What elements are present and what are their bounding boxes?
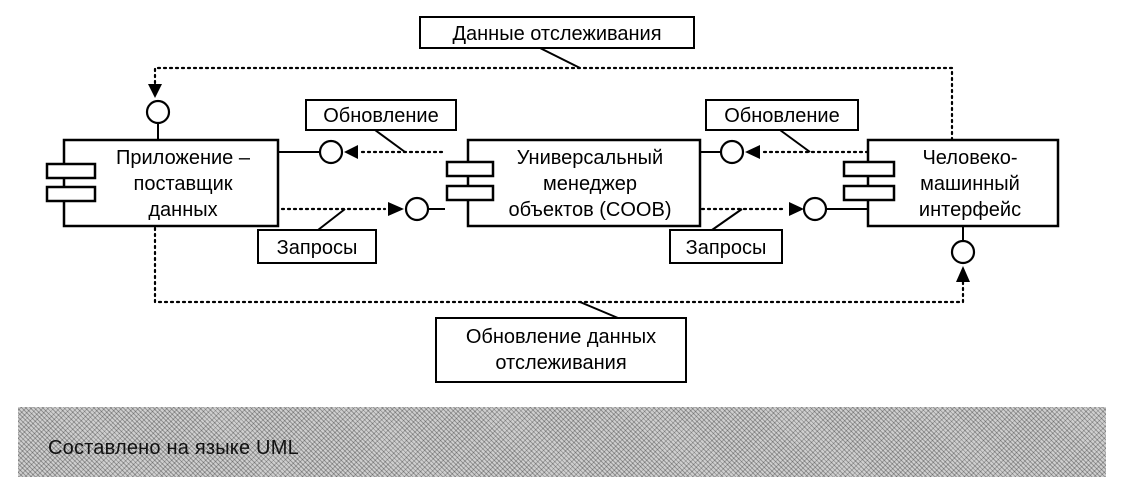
tracking-data-connector (148, 47, 954, 142)
note-update-right-text: Обновление (724, 105, 839, 127)
requests-right-connector (700, 196, 868, 231)
note-tracking-update-line2: отслеживания (495, 352, 626, 374)
supplier-label-line3: данных (148, 199, 217, 221)
note-tracking-update-line1: Обновление данных (466, 326, 656, 348)
component-tab (45, 162, 97, 180)
note-tracking-update: Обновление данных отслеживания (435, 317, 687, 383)
component-tab (842, 184, 896, 202)
footer-caption: Составлено на языке UML (48, 437, 299, 459)
hmi-label-line2: машинный (920, 173, 1020, 195)
component-supplier-application: Приложение – поставщик данных (45, 138, 280, 228)
component-tab (842, 160, 896, 178)
note-requests-right: Запросы (669, 229, 783, 264)
note-update-right: Обновление (705, 99, 859, 131)
update-left-connector (278, 129, 447, 165)
hmi-label-line1: Человеко- (922, 147, 1017, 169)
supplier-label-line1: Приложение – (116, 147, 251, 169)
coob-label-line2: менеджер (543, 173, 637, 195)
note-update-left-text: Обновление (323, 105, 438, 127)
component-tab (45, 185, 97, 203)
supplier-label-line2: поставщик (133, 173, 232, 195)
note-requests-left: Запросы (257, 229, 377, 264)
note-requests-left-text: Запросы (277, 237, 358, 259)
note-tracking-data-text: Данные отслеживания (452, 23, 661, 45)
hmi-interface-lollipop (950, 226, 976, 265)
coob-label-line3: объектов (COOB) (509, 199, 672, 221)
note-tracking-data: Данные отслеживания (419, 16, 695, 49)
coob-label-line1: Универсальный (517, 147, 663, 169)
supplier-interface-lollipop (145, 99, 171, 140)
footer-banner: Составлено на языке UML (18, 407, 1106, 477)
note-update-left: Обновление (305, 99, 457, 131)
note-requests-right-text: Запросы (686, 237, 767, 259)
component-human-machine-interface: Человеко- машинный интерфейс (842, 138, 1060, 228)
tracking-update-connector (153, 226, 970, 319)
component-tab (445, 184, 495, 202)
update-right-connector (700, 129, 872, 165)
component-tab (445, 160, 495, 178)
requests-left-connector (280, 196, 445, 231)
component-universal-object-manager: Универсальный менеджер объектов (COOB) (445, 138, 702, 228)
hmi-label-line3: интерфейс (919, 199, 1021, 221)
